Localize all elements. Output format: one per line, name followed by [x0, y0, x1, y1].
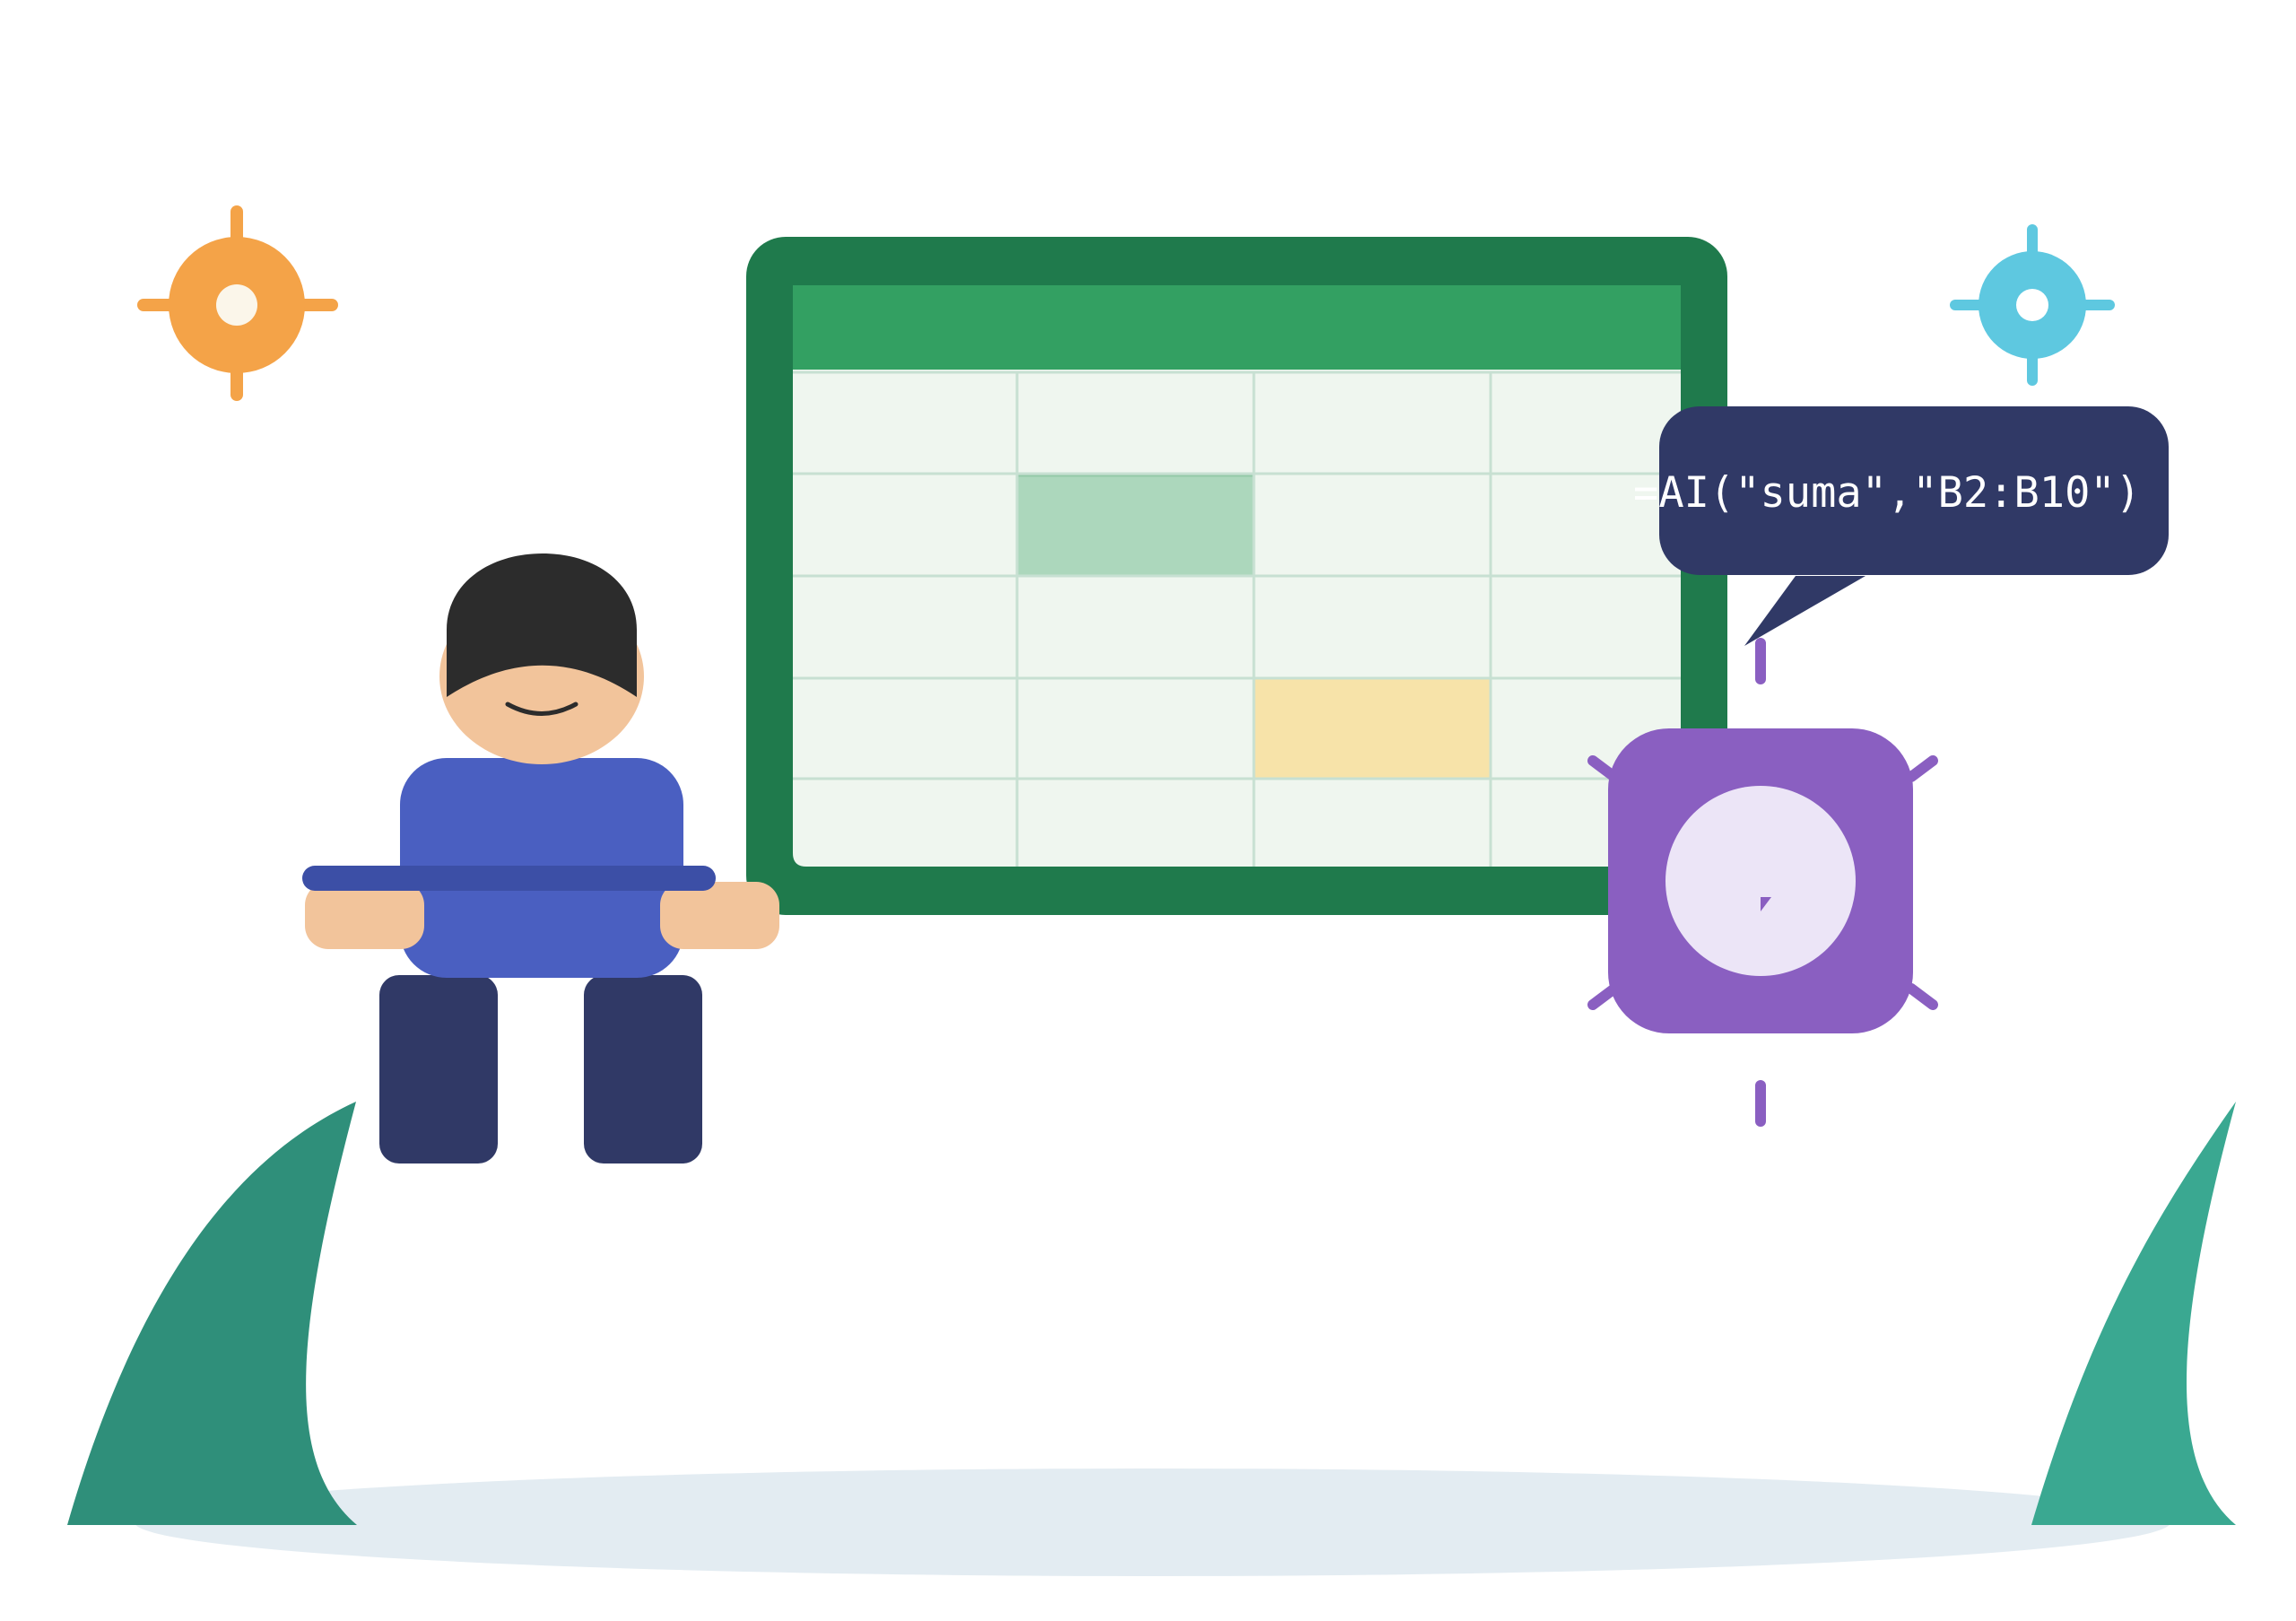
person-leg-left: [379, 975, 498, 1163]
leaf-right-icon: [2031, 1102, 2236, 1525]
sparkle-orange-icon: [137, 205, 338, 401]
spreadsheet-header: [793, 285, 1681, 370]
spreadsheet-grid: [793, 370, 1681, 867]
ground-shadow: [135, 1468, 2170, 1576]
person-hand-right: [660, 882, 779, 949]
person-leg-right: [584, 975, 702, 1163]
spreadsheet-window: [746, 237, 1727, 915]
person-smile: [505, 702, 578, 716]
formula-speech-bubble: =AI("suma","B2:B10"): [1633, 406, 2169, 646]
highlighted-cell: [1254, 678, 1491, 779]
formula-text: =AI("suma","B2:B10"): [1633, 468, 2141, 518]
grid-lines: [793, 370, 1681, 867]
person-character: [302, 553, 779, 1163]
selected-cell: [1015, 474, 1256, 578]
bubble-body: [1659, 406, 2169, 575]
sparkle-blue-icon: [1950, 224, 2115, 386]
leaf-left-icon: [67, 1102, 357, 1525]
person-hair: [447, 553, 637, 697]
bubble-tail: [1744, 576, 1866, 646]
robot-face: [1665, 786, 1856, 976]
robot-antenna: [1587, 638, 1938, 1127]
person-hand-left: [305, 882, 424, 949]
robot-eye: [1761, 897, 1771, 911]
ai-robot: [1587, 638, 1938, 1127]
